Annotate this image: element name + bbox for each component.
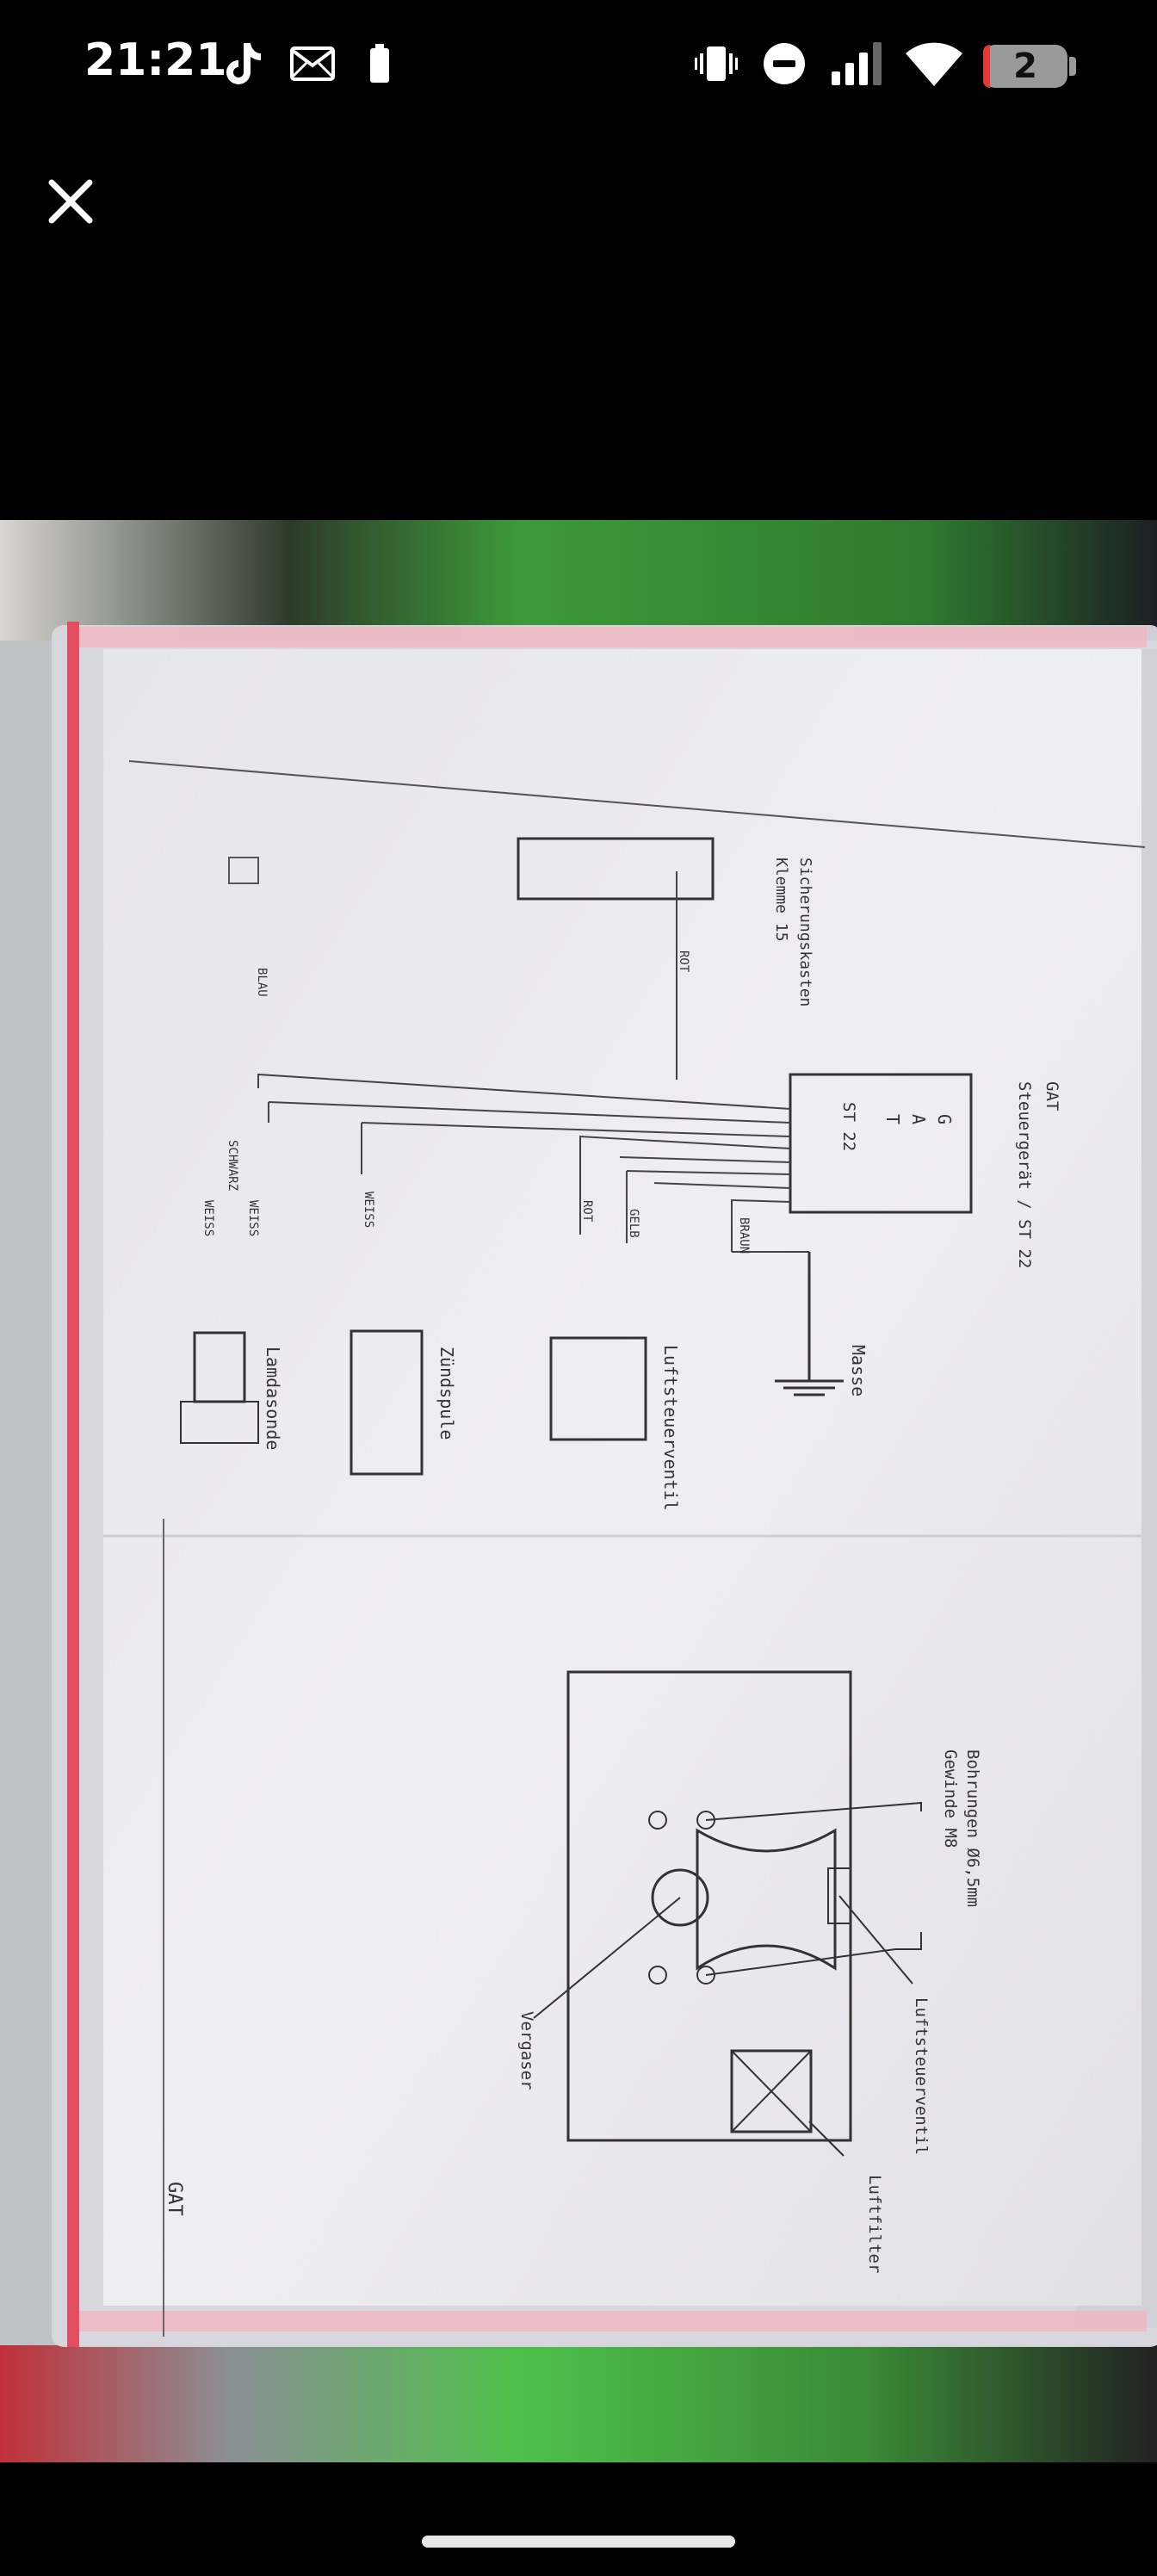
close-button[interactable] (40, 170, 102, 232)
home-indicator[interactable] (422, 2536, 735, 2548)
carburetor-diagram-lower: Bohrungen Ø6,5mm Gewinde M8 Luftsteuerve… (164, 1670, 982, 2273)
bolt-hole-4 (696, 1966, 715, 1985)
label-klemme: Klemme 15 (772, 858, 790, 942)
photo-image[interactable]: G A T ST 22 GAT Steuergerät / ST 22 Sich… (0, 520, 1157, 2462)
wiring-diagram-photo: G A T ST 22 GAT Steuergerät / ST 22 Sich… (0, 520, 1157, 2462)
wiring-diagram-upper: G A T ST 22 GAT Steuergerät / ST 22 Sich… (180, 837, 1061, 1511)
label-wire-gelb: GELB (627, 1209, 640, 1238)
battery-tip (1069, 57, 1076, 76)
vibrate-icon (694, 38, 739, 90)
tiktok-icon (220, 38, 265, 90)
fuse-box (517, 837, 715, 901)
mail-icon (289, 38, 336, 90)
label-masse: Masse (848, 1345, 869, 1396)
air-filter-box (730, 2049, 813, 2133)
temp-sensor-symbol (228, 857, 259, 884)
label-wire-braun: BRAUN (737, 1217, 751, 1254)
label-sicherungskasten: Sicherungskasten (796, 858, 814, 1006)
label-zuendspule: Zündspule (436, 1347, 457, 1440)
label-bohrungen-2: Gewinde M8 (941, 1749, 960, 1848)
label-bohrungen-1: Bohrungen Ø6,5mm (963, 1749, 982, 1907)
label-luftsteuerventil-1: Luftsteuerventil (660, 1345, 681, 1511)
do-not-disturb-icon (761, 38, 807, 90)
label-wire-weiss-2: WEISS (246, 1200, 260, 1236)
battery-icon: 2 (983, 45, 1067, 88)
label-box-t: T (882, 1114, 903, 1124)
label-vergaser: Vergaser (517, 2011, 536, 2090)
label-wire-blau: BLAU (255, 968, 269, 997)
label-wire-rot-2: ROT (580, 1200, 594, 1223)
sleeve-top-edge (79, 627, 1147, 647)
air-filter-cross (731, 2050, 812, 2133)
label-wire-rot-1: ROT (677, 951, 690, 973)
air-valve-small-box (827, 1867, 851, 1924)
close-icon (48, 179, 93, 224)
bolt-hole-1 (648, 1811, 667, 1830)
label-box-a: A (908, 1114, 929, 1124)
status-bar: 21:21 2 (0, 0, 1157, 129)
wifi-icon (904, 38, 964, 90)
ignition-coil-box (350, 1329, 424, 1476)
air-valve-box (549, 1336, 647, 1441)
label-wire-weiss-1: WEISS (362, 1192, 375, 1228)
background-bottom (0, 2328, 1157, 2462)
sleeve-bottom-edge (79, 2311, 1147, 2331)
paper-sheet (103, 649, 1142, 2306)
label-box-st22: ST 22 (839, 1102, 858, 1151)
label-box-g: G (934, 1114, 955, 1124)
label-gat-title: GAT (1043, 1081, 1061, 1111)
label-luftsteuerventil-2: Luftsteuerventil (912, 1997, 931, 2155)
carburetor-body (696, 1828, 837, 1971)
battery-level-text: 2 (1013, 46, 1037, 86)
lambda-probe-thread (180, 1401, 259, 1444)
carburetor-center (651, 1868, 709, 1927)
ground-symbol (775, 1252, 844, 1396)
status-time: 21:21 (84, 34, 227, 86)
label-wire-weiss-3: WEISS (201, 1200, 215, 1236)
gat-st22-box (789, 1073, 973, 1214)
bolt-hole-3 (648, 1966, 667, 1985)
battery-small-icon (367, 38, 393, 90)
label-luftfilter: Luftfilter (865, 2175, 884, 2273)
label-steuergeraet: Steuergerät / ST 22 (1015, 1081, 1034, 1268)
signal-icon (828, 38, 888, 90)
sleeve-edge-red (67, 622, 79, 2347)
frame-line-top (128, 760, 1146, 848)
label-wire-schwarz: SCHWARZ (226, 1140, 239, 1191)
label-gat-footer: GAT (164, 2182, 185, 2216)
label-lamdasonde: Lamdasonde (263, 1347, 283, 1450)
